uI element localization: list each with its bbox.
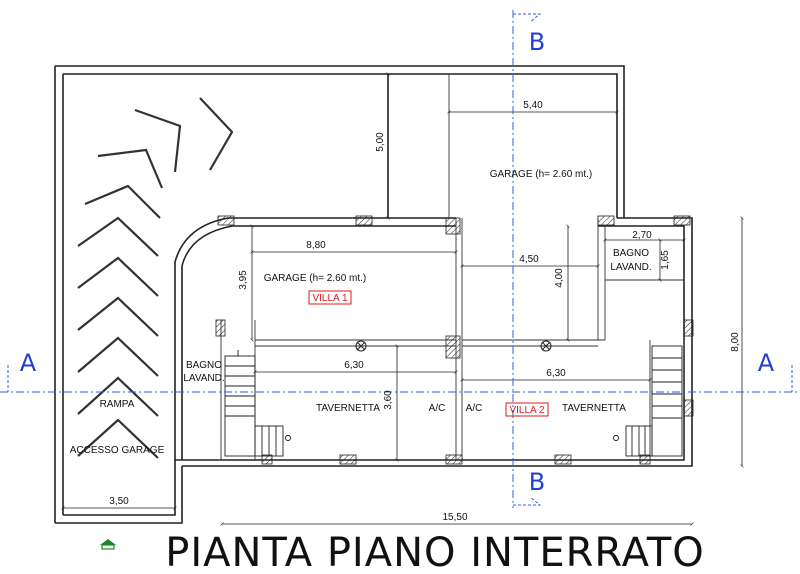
dim-6-30-right: 6,30 [546, 368, 566, 379]
dim-6-30-left: 6,30 [344, 360, 364, 371]
ac-left-label: A/C [429, 403, 446, 414]
tavernetta-left-label: TAVERNETTA [316, 403, 380, 414]
garage-upper-label: GARAGE (h= 2.60 mt.) [490, 169, 593, 180]
section-b-top-label: B [529, 28, 545, 56]
dim-8-80: 8,80 [306, 240, 326, 251]
rampa-label: RAMPA [100, 399, 135, 410]
dimension-lines [61, 72, 744, 526]
drain-points [285, 340, 619, 441]
dim-2-70: 2,70 [632, 230, 652, 241]
dim-3-50: 3,50 [109, 496, 129, 507]
bagno-right-label: BAGNO [613, 248, 649, 259]
villa2-tag: VILLA 2 [505, 402, 549, 417]
lavand-left-label: LAVAND. [183, 373, 224, 384]
dim-5-00: 5,00 [375, 132, 386, 152]
dim-1-65: 1,65 [660, 250, 671, 270]
villa2-tag-text: VILLA 2 [509, 405, 544, 416]
garage-villa1-label: GARAGE (h= 2.60 mt.) [264, 273, 367, 284]
ac-right-label: A/C [466, 403, 483, 414]
tavernetta-right-label: TAVERNETTA [562, 403, 626, 414]
lavand-right-label: LAVAND. [610, 262, 651, 273]
section-a-right-label: A [758, 349, 775, 377]
section-a-left-label: A [20, 349, 37, 377]
villa1-tag-text: VILLA 1 [312, 293, 347, 304]
north-arrow-icon [100, 539, 116, 550]
dim-3-95: 3,95 [238, 270, 249, 290]
dim-4-50: 4,50 [519, 254, 539, 265]
dim-8-00: 8,00 [730, 332, 741, 352]
section-lines [0, 10, 800, 508]
pillars [215, 215, 694, 465]
ramp-arrows [77, 97, 234, 459]
accesso-garage-label: ACCESSO GARAGE [70, 445, 165, 456]
dim-5-40: 5,40 [523, 100, 543, 111]
page-title: PIANTA PIANO INTERRATO [165, 530, 705, 574]
bagno-left-label: BAGNO [186, 360, 222, 371]
villa1-tag: VILLA 1 [308, 290, 352, 305]
dim-3-60: 3,60 [383, 390, 394, 410]
stairs-left [224, 350, 284, 457]
dim-4-00: 4,00 [554, 268, 565, 288]
dim-15-50: 15,50 [442, 512, 467, 523]
stairs-right [625, 345, 683, 457]
section-b-bottom-label: B [529, 468, 545, 496]
